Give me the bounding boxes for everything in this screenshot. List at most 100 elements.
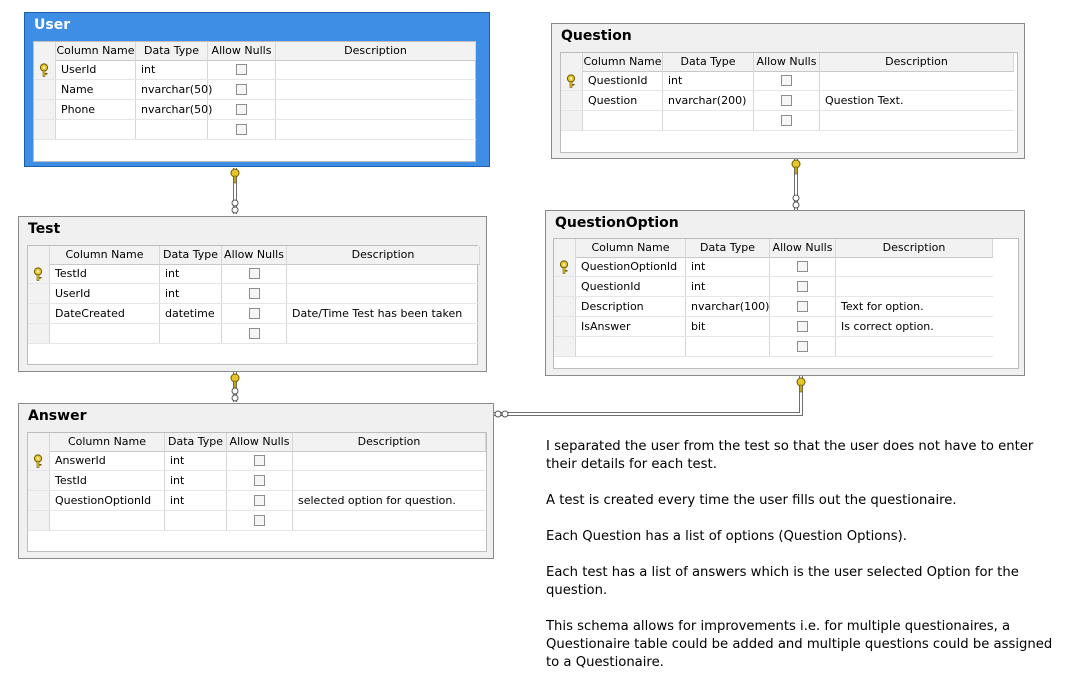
allow-nulls-checkbox[interactable]	[797, 321, 808, 332]
row-selector[interactable]	[28, 264, 50, 283]
allow-nulls-checkbox[interactable]	[797, 261, 808, 272]
row-selector[interactable]	[28, 451, 50, 470]
data-type-cell[interactable]: int	[686, 257, 770, 276]
column-name-cell[interactable]	[50, 511, 165, 530]
row-selector[interactable]	[28, 304, 50, 323]
allow-nulls-checkbox[interactable]	[781, 75, 792, 86]
column-name-cell[interactable]: DateCreated	[50, 304, 160, 323]
column-name-cell[interactable]: QuestionOptionId	[576, 257, 686, 276]
description-cell[interactable]	[276, 60, 476, 79]
description-cell[interactable]: Question Text.	[825, 94, 904, 107]
allow-nulls-checkbox[interactable]	[254, 495, 265, 506]
description-cell[interactable]: selected option for question.	[298, 494, 456, 507]
data-type-cell[interactable]	[165, 511, 227, 530]
column-name-cell[interactable]: Question	[583, 91, 663, 110]
description-cell[interactable]: Text for option.	[841, 300, 924, 313]
table-row[interactable]	[28, 324, 480, 344]
row-selector[interactable]	[28, 284, 50, 303]
row-selector[interactable]	[554, 257, 576, 276]
allow-nulls-checkbox[interactable]	[249, 268, 260, 279]
data-type-cell[interactable]: int	[165, 471, 227, 490]
column-name-cell[interactable]: TestId	[50, 471, 165, 490]
data-type-cell[interactable]: int	[160, 264, 222, 283]
row-selector[interactable]	[561, 111, 583, 130]
row-selector[interactable]	[34, 100, 56, 119]
description-cell[interactable]	[293, 511, 486, 530]
row-selector[interactable]	[34, 60, 56, 79]
allow-nulls-checkbox[interactable]	[236, 124, 247, 135]
row-selector[interactable]	[34, 120, 56, 139]
column-name-cell[interactable]: TestId	[50, 264, 160, 283]
description-cell[interactable]	[276, 100, 476, 119]
allow-nulls-checkbox[interactable]	[797, 281, 808, 292]
allow-nulls-checkbox[interactable]	[797, 301, 808, 312]
row-selector[interactable]	[28, 511, 50, 530]
column-name-cell[interactable]: UserId	[56, 60, 136, 79]
description-cell[interactable]: Is correct option.	[841, 320, 934, 333]
data-type-cell[interactable]: nvarchar(50)	[136, 100, 212, 119]
row-selector[interactable]	[554, 297, 576, 316]
description-cell[interactable]	[276, 120, 476, 139]
allow-nulls-checkbox[interactable]	[254, 515, 265, 526]
column-name-cell[interactable]: UserId	[50, 284, 160, 303]
description-cell[interactable]	[836, 337, 993, 356]
data-type-cell[interactable]: bit	[686, 317, 770, 336]
column-name-cell[interactable]: IsAnswer	[576, 317, 686, 336]
data-type-cell[interactable]: nvarchar(200)	[663, 91, 754, 110]
data-type-cell[interactable]: int	[165, 451, 227, 470]
data-type-cell[interactable]	[136, 120, 208, 139]
allow-nulls-checkbox[interactable]	[254, 455, 265, 466]
description-cell[interactable]	[820, 111, 1014, 130]
row-selector[interactable]	[561, 91, 583, 110]
data-type-cell[interactable]: nvarchar(50)	[136, 80, 212, 99]
description-cell[interactable]	[836, 277, 993, 296]
column-name-cell[interactable]: QuestionId	[583, 71, 663, 90]
column-name-cell[interactable]	[576, 337, 686, 356]
description-cell[interactable]: Date/Time Test has been taken	[292, 307, 463, 320]
description-cell[interactable]	[287, 324, 480, 343]
row-selector[interactable]	[554, 277, 576, 296]
row-selector[interactable]	[554, 317, 576, 336]
data-type-cell[interactable]: datetime	[160, 304, 222, 323]
description-cell[interactable]	[293, 471, 486, 490]
description-cell[interactable]	[836, 257, 993, 276]
row-selector[interactable]	[561, 71, 583, 90]
column-name-cell[interactable]: Phone	[56, 100, 136, 119]
row-selector[interactable]	[28, 491, 50, 510]
column-name-cell[interactable]: Name	[56, 80, 136, 99]
column-name-cell[interactable]	[50, 324, 160, 343]
allow-nulls-checkbox[interactable]	[249, 328, 260, 339]
allow-nulls-checkbox[interactable]	[781, 95, 792, 106]
description-cell[interactable]	[293, 451, 486, 470]
description-cell[interactable]	[276, 80, 476, 99]
table-row[interactable]	[28, 511, 486, 531]
data-type-cell[interactable]	[686, 337, 770, 356]
allow-nulls-checkbox[interactable]	[236, 104, 247, 115]
table-row[interactable]	[34, 120, 476, 140]
row-selector[interactable]	[34, 80, 56, 99]
allow-nulls-checkbox[interactable]	[797, 341, 808, 352]
data-type-cell[interactable]	[160, 324, 222, 343]
